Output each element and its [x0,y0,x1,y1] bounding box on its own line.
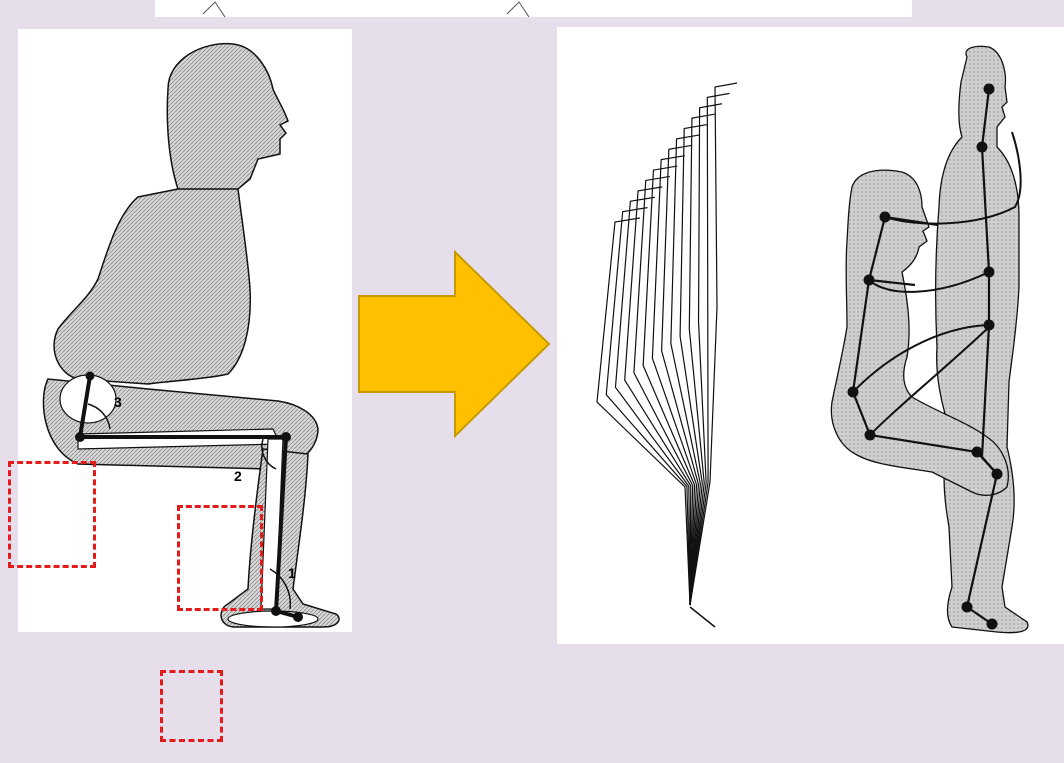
pointer-stroke-1 [203,2,225,17]
stick-figure-frame [615,197,690,605]
right-arrow-icon [355,248,555,440]
joint-label-hip: 3 [114,394,122,410]
highlight-box-ankle [177,505,263,611]
figure-torso [54,189,250,384]
motion-sequence-panel [557,27,1064,644]
joint-label-knee: 2 [234,468,242,484]
stick-figure-frame [597,218,690,605]
highlight-box-seat [8,461,96,568]
highlight-box-legend [160,670,223,742]
stick-figure-sequence [597,83,737,605]
figure-head [167,44,288,199]
top-panel-strokes [155,0,912,17]
joint-label-ankle: 1 [288,565,296,581]
pointer-stroke-2 [507,2,529,17]
motion-sequence-illustration [557,27,1064,644]
top-panel [155,0,912,17]
foot-segment [690,607,715,627]
